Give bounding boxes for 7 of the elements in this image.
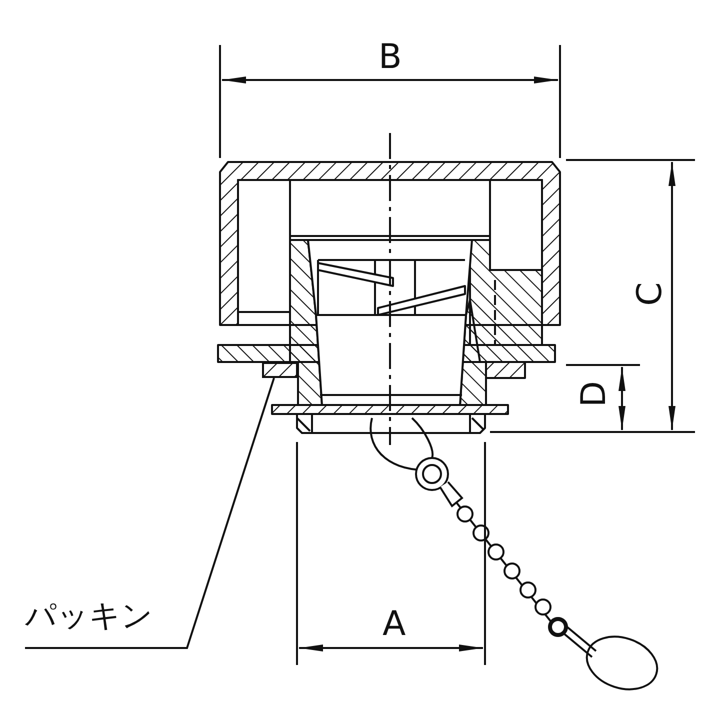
dimension-label: C: [632, 282, 667, 306]
leader-line: [25, 378, 275, 649]
dimension-label: D: [577, 380, 612, 408]
part-label: パッキン: [25, 596, 187, 638]
dimension-label: A: [382, 607, 406, 641]
dimension-label: B: [378, 40, 402, 74]
packing-ring: [262, 362, 298, 378]
